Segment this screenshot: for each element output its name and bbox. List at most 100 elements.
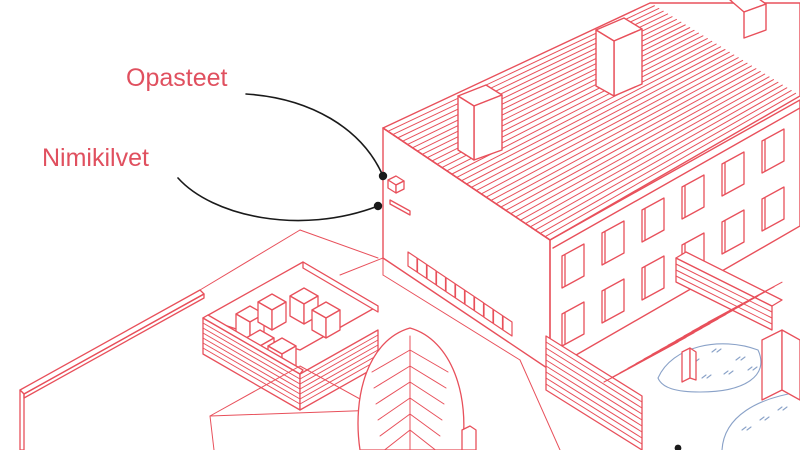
tree-vein xyxy=(409,429,437,450)
mailbox xyxy=(407,251,418,273)
mailbox xyxy=(492,309,504,331)
grass-tick xyxy=(777,406,788,411)
window xyxy=(601,220,625,266)
tree-vein xyxy=(409,349,449,373)
bin-shelter xyxy=(202,261,379,411)
fence-slat xyxy=(545,371,643,433)
roof-line xyxy=(544,92,797,238)
roof-line xyxy=(456,43,717,178)
mailbox xyxy=(502,315,513,337)
window xyxy=(761,186,785,232)
grass-tick xyxy=(701,374,712,379)
roof-line xyxy=(510,73,766,215)
window xyxy=(601,278,625,324)
label-opasteet: Opasteet xyxy=(126,64,228,92)
window xyxy=(561,301,585,347)
mailbox xyxy=(473,296,485,318)
tree-icon xyxy=(357,327,465,450)
shelter-slat xyxy=(299,359,379,405)
name-plate xyxy=(389,199,411,216)
tree-vein xyxy=(371,349,411,373)
roof-line xyxy=(539,90,792,234)
window xyxy=(641,255,665,301)
window xyxy=(681,174,705,220)
bench-icon xyxy=(681,347,697,383)
leader-line-opasteet xyxy=(245,93,384,177)
mailbox xyxy=(416,257,428,279)
window xyxy=(761,128,785,174)
grass-tick xyxy=(747,366,758,371)
shelter-slat xyxy=(202,347,301,405)
fence-front xyxy=(545,335,643,450)
roof-line xyxy=(485,59,744,198)
shelter-slat xyxy=(202,342,301,400)
shelter-slat xyxy=(299,349,379,395)
mailbox xyxy=(435,270,447,292)
grass-tick xyxy=(741,426,752,431)
roof-hatching xyxy=(387,5,797,238)
mailbox xyxy=(454,283,466,305)
label-nimikilvet: Nimikilvet xyxy=(42,144,149,172)
fence-slat xyxy=(545,341,643,403)
window xyxy=(561,243,585,289)
roof-line xyxy=(461,46,722,182)
bin-side xyxy=(325,309,341,339)
shelter-slat xyxy=(299,344,379,390)
roof-line xyxy=(475,54,735,192)
fence-slat xyxy=(545,359,643,421)
shelter-slat xyxy=(202,332,301,390)
yard-paving xyxy=(657,343,800,450)
mailbox xyxy=(426,264,437,286)
deck-plank xyxy=(707,281,783,323)
roof-line xyxy=(529,84,783,228)
tree-vein xyxy=(375,381,411,405)
shelter-slat xyxy=(299,334,379,380)
leader-dot-opasteet xyxy=(378,171,388,181)
leader-dots xyxy=(373,171,682,450)
fence-slat xyxy=(675,275,773,325)
roof-line xyxy=(480,57,739,195)
grass-tick xyxy=(759,416,770,421)
window xyxy=(641,197,665,243)
shelter-slat xyxy=(202,337,301,395)
leader-line-nimikilvet xyxy=(177,177,379,222)
fence-slat xyxy=(545,377,643,439)
chimney-middle xyxy=(595,17,643,97)
grass-tick xyxy=(723,370,734,375)
path-lines xyxy=(339,257,561,450)
tree-vein xyxy=(409,413,441,437)
tree-vein xyxy=(379,413,411,437)
mailbox-row xyxy=(407,251,513,337)
roof-line xyxy=(466,49,726,185)
small-post xyxy=(461,425,477,450)
mailbox xyxy=(464,289,475,311)
chimney-left xyxy=(457,84,503,161)
leader-lines xyxy=(177,93,384,222)
mailbox xyxy=(483,302,494,324)
roof-line xyxy=(500,68,757,208)
roof-line xyxy=(515,76,770,218)
leader-dot-nimikilvet xyxy=(373,201,383,211)
retaining-wall xyxy=(19,229,381,450)
tree-vein xyxy=(377,397,411,421)
tree-vein xyxy=(409,365,447,389)
roof-line xyxy=(490,62,748,201)
house-roof xyxy=(382,2,800,241)
window xyxy=(721,209,745,255)
tree-vein xyxy=(373,365,411,389)
tree-vein xyxy=(409,381,445,405)
shelter-slat xyxy=(299,339,379,385)
roof-line xyxy=(520,79,775,221)
fence-slat xyxy=(675,269,773,319)
shelter-slat xyxy=(299,354,379,400)
chimney-right xyxy=(729,0,767,39)
mailbox xyxy=(445,277,456,299)
grass-tick xyxy=(735,356,746,361)
fence-right xyxy=(675,251,783,331)
house-windows xyxy=(561,128,785,347)
roof-line xyxy=(505,70,761,211)
fence-slat xyxy=(545,365,643,427)
sign-icon xyxy=(387,175,405,194)
fence-slat xyxy=(545,353,643,415)
